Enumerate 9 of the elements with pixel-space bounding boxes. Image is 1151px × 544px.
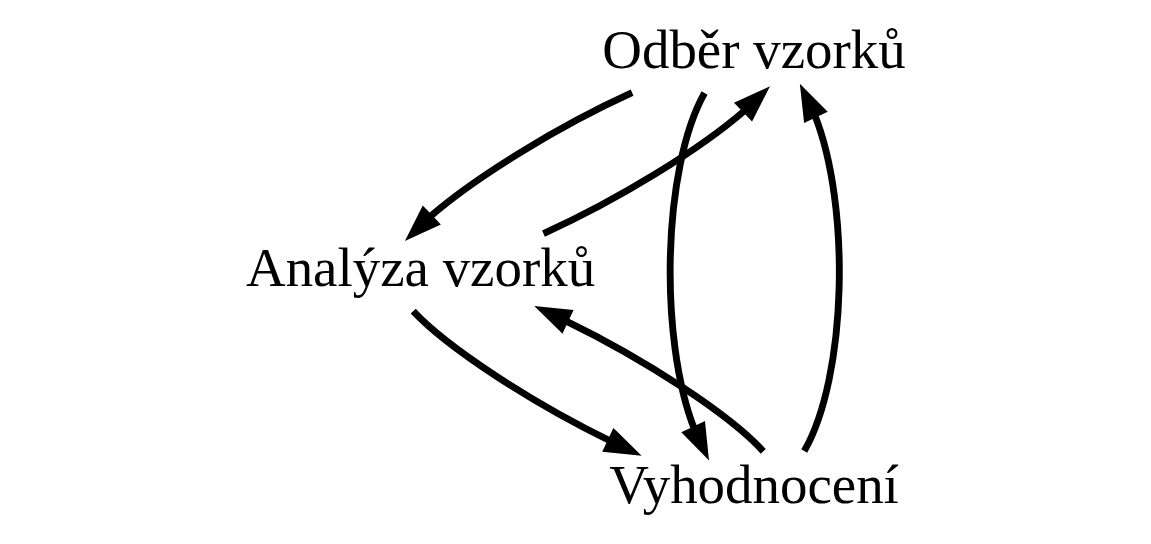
- arrow: [666, 91, 709, 461]
- arrow: [533, 306, 766, 454]
- arrow: [799, 83, 843, 453]
- arrow: [410, 308, 642, 456]
- arrow: [404, 89, 634, 241]
- node-text: Vyhodnocení: [608, 454, 899, 516]
- arrow: [541, 86, 770, 237]
- node-text: Analýza vzorků: [245, 236, 595, 298]
- node-text: Odběr vzorků: [601, 18, 906, 80]
